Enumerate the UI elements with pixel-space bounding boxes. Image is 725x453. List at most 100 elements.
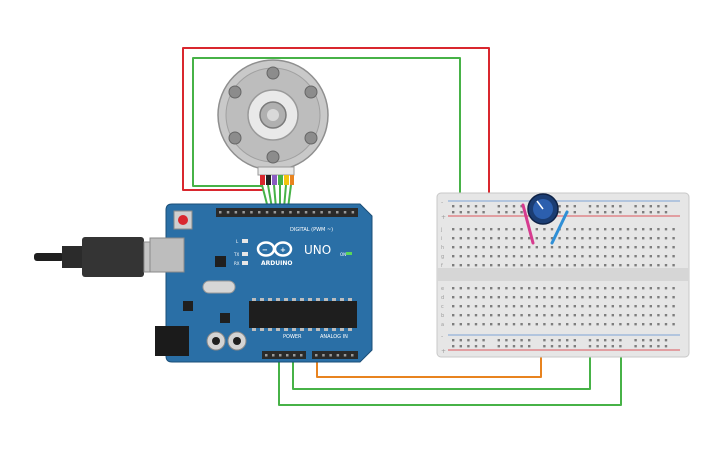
header-pin[interactable] (304, 211, 308, 214)
header-pin[interactable] (272, 354, 275, 357)
breadboard-hole (664, 228, 668, 231)
breadboard-hole (550, 255, 554, 258)
arduino-uno[interactable]: − + ARDUINO UNO DIGITAL (PWM ~) ON L TX … (149, 203, 373, 363)
header-pin[interactable] (328, 211, 331, 214)
header-pin[interactable] (336, 211, 339, 214)
header-pin[interactable] (265, 211, 269, 214)
reset-button[interactable] (178, 215, 188, 225)
breadboard-hole (649, 305, 652, 308)
header-pin[interactable] (351, 354, 354, 357)
breadboard-hole (535, 305, 538, 308)
breadboard-hole (520, 345, 523, 348)
breadboard-hole (634, 345, 637, 348)
breadboard-hole (520, 314, 523, 317)
breadboard-hole (619, 264, 622, 267)
breadboard-hole (452, 296, 455, 299)
header-pin[interactable] (226, 211, 230, 214)
breadboard-hole (588, 211, 592, 214)
digital-header[interactable] (216, 208, 358, 217)
breadboard-hole (573, 228, 576, 231)
breadboard-hole (566, 296, 569, 299)
breadboard-hole (657, 287, 660, 290)
breadboard-hole (566, 264, 569, 267)
header-pin[interactable] (343, 354, 347, 357)
breadboard-hole (588, 255, 592, 258)
breadboard-hole (550, 237, 554, 240)
row-letter: e (441, 286, 444, 292)
breadboard-hole (459, 314, 462, 317)
breadboard-hole (566, 246, 569, 249)
breadboard-hole (611, 264, 614, 267)
header-pin[interactable] (336, 354, 340, 357)
breadboard-hole (528, 264, 531, 267)
breadboard-hole (497, 237, 500, 240)
breadboard-hole (490, 323, 493, 326)
breadboard-hole (664, 305, 668, 308)
breadboard-hole (505, 345, 508, 348)
breadboard-hole (497, 305, 500, 308)
analog-header[interactable] (312, 351, 358, 359)
row-letter: c (441, 304, 444, 310)
header-pin[interactable] (322, 354, 325, 357)
servo-motor[interactable] (217, 59, 329, 209)
breadboard-hole (474, 205, 478, 208)
breadboard-hole (566, 237, 569, 240)
power-header[interactable] (262, 351, 306, 359)
breadboard-hole (634, 237, 637, 240)
wire-green-servo-to-breadboard[interactable] (192, 57, 461, 209)
breadboard-hole (672, 264, 675, 267)
header-pin[interactable] (234, 211, 238, 214)
header-pin[interactable] (281, 211, 284, 214)
breadboard-hole (474, 314, 478, 317)
header-pin[interactable] (320, 211, 323, 214)
wire-red-servo-to-breadboard[interactable] (182, 47, 490, 209)
breadboard-hole (550, 345, 554, 348)
header-pin[interactable] (343, 211, 347, 214)
header-pin[interactable] (293, 354, 296, 357)
breadboard-hole (604, 255, 607, 258)
breadboard-hole (467, 345, 470, 348)
header-pin[interactable] (312, 211, 316, 214)
header-pin[interactable] (265, 354, 268, 357)
breadboard-hole (581, 264, 584, 267)
header-pin[interactable] (258, 211, 261, 214)
wire-green-gnd-to-breadboard[interactable] (278, 342, 622, 406)
breadboard-hole (543, 246, 546, 249)
breadboard-hole (604, 339, 607, 342)
breadboard-hole (497, 228, 500, 231)
breadboard-hole (482, 305, 485, 308)
header-pin[interactable] (297, 211, 300, 214)
breadboard-hole (634, 205, 637, 208)
header-pin[interactable] (286, 354, 289, 357)
header-pin[interactable] (315, 354, 318, 357)
breadboard-hole (474, 237, 478, 240)
breadboard-hole (566, 255, 569, 258)
header-pin[interactable] (289, 211, 292, 214)
header-pin[interactable] (351, 211, 355, 214)
breadboard-hole (550, 264, 554, 267)
breadboard-hole (550, 305, 554, 308)
header-pin[interactable] (219, 211, 222, 214)
breadboard-hole (459, 246, 462, 249)
wire-green-5v-to-breadboard[interactable] (292, 342, 591, 390)
breadboard-hole (452, 305, 455, 308)
breadboard-hole (528, 339, 531, 342)
breadboard-hole (581, 246, 584, 249)
header-pin[interactable] (242, 211, 245, 214)
breadboard-hole (642, 296, 645, 299)
header-pin[interactable] (250, 211, 253, 214)
breadboard-hole (664, 264, 668, 267)
breadboard-hole (459, 296, 462, 299)
header-pin[interactable] (329, 354, 332, 357)
header-pin[interactable] (300, 354, 303, 357)
potentiometer[interactable] (521, 193, 569, 245)
breadboard-hole (604, 296, 607, 299)
breadboard[interactable]: - + - + j i h g f e d c b a (436, 192, 690, 358)
header-pin[interactable] (273, 211, 277, 214)
breadboard-hole (512, 305, 516, 308)
breadboard-hole (626, 246, 630, 249)
breadboard-hole (520, 228, 523, 231)
breadboard-hole (482, 323, 485, 326)
header-pin[interactable] (279, 354, 282, 357)
breadboard-hole (459, 228, 462, 231)
